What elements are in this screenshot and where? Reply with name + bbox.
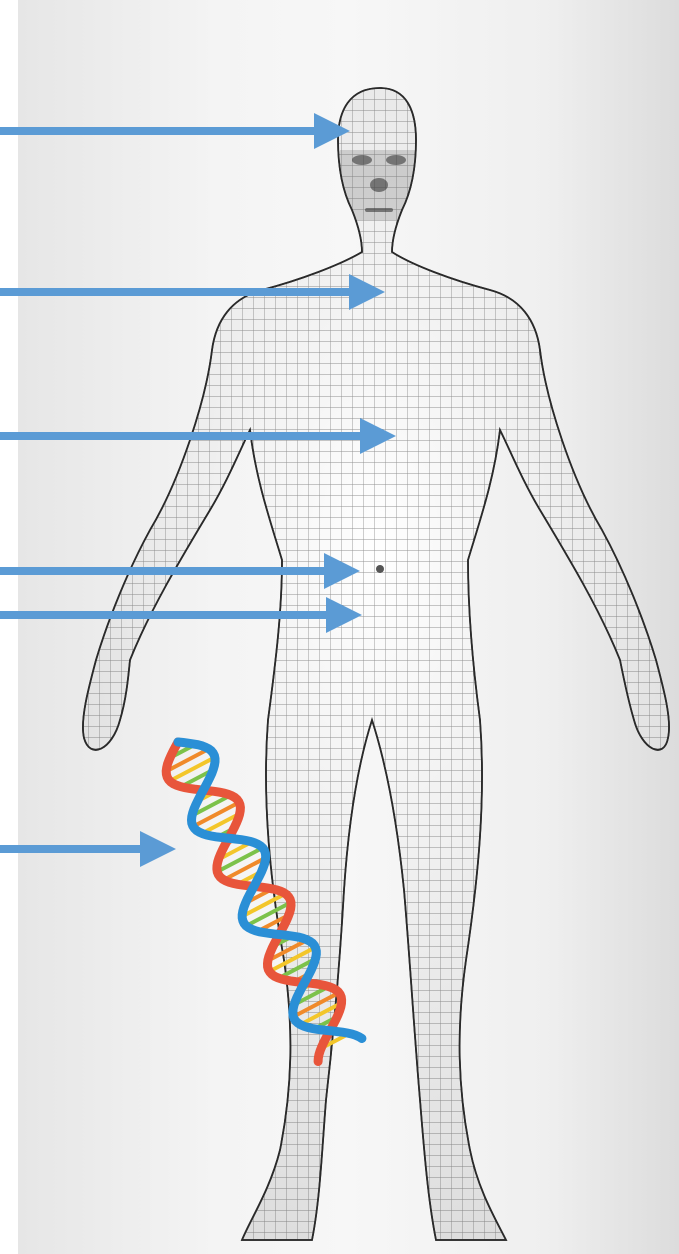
- arrow-shaft: [0, 288, 349, 296]
- arrow-shaft: [0, 432, 360, 440]
- arrow-shaft: [0, 567, 324, 575]
- arrow-shaft: [0, 845, 140, 853]
- arrow-shaft: [0, 611, 326, 619]
- arrow-shaft: [0, 127, 314, 135]
- navel-marker: [376, 565, 384, 573]
- arrow-head: [140, 831, 176, 867]
- arrow-to-dna-helix: [0, 831, 176, 867]
- arrow-to-head: [0, 113, 350, 149]
